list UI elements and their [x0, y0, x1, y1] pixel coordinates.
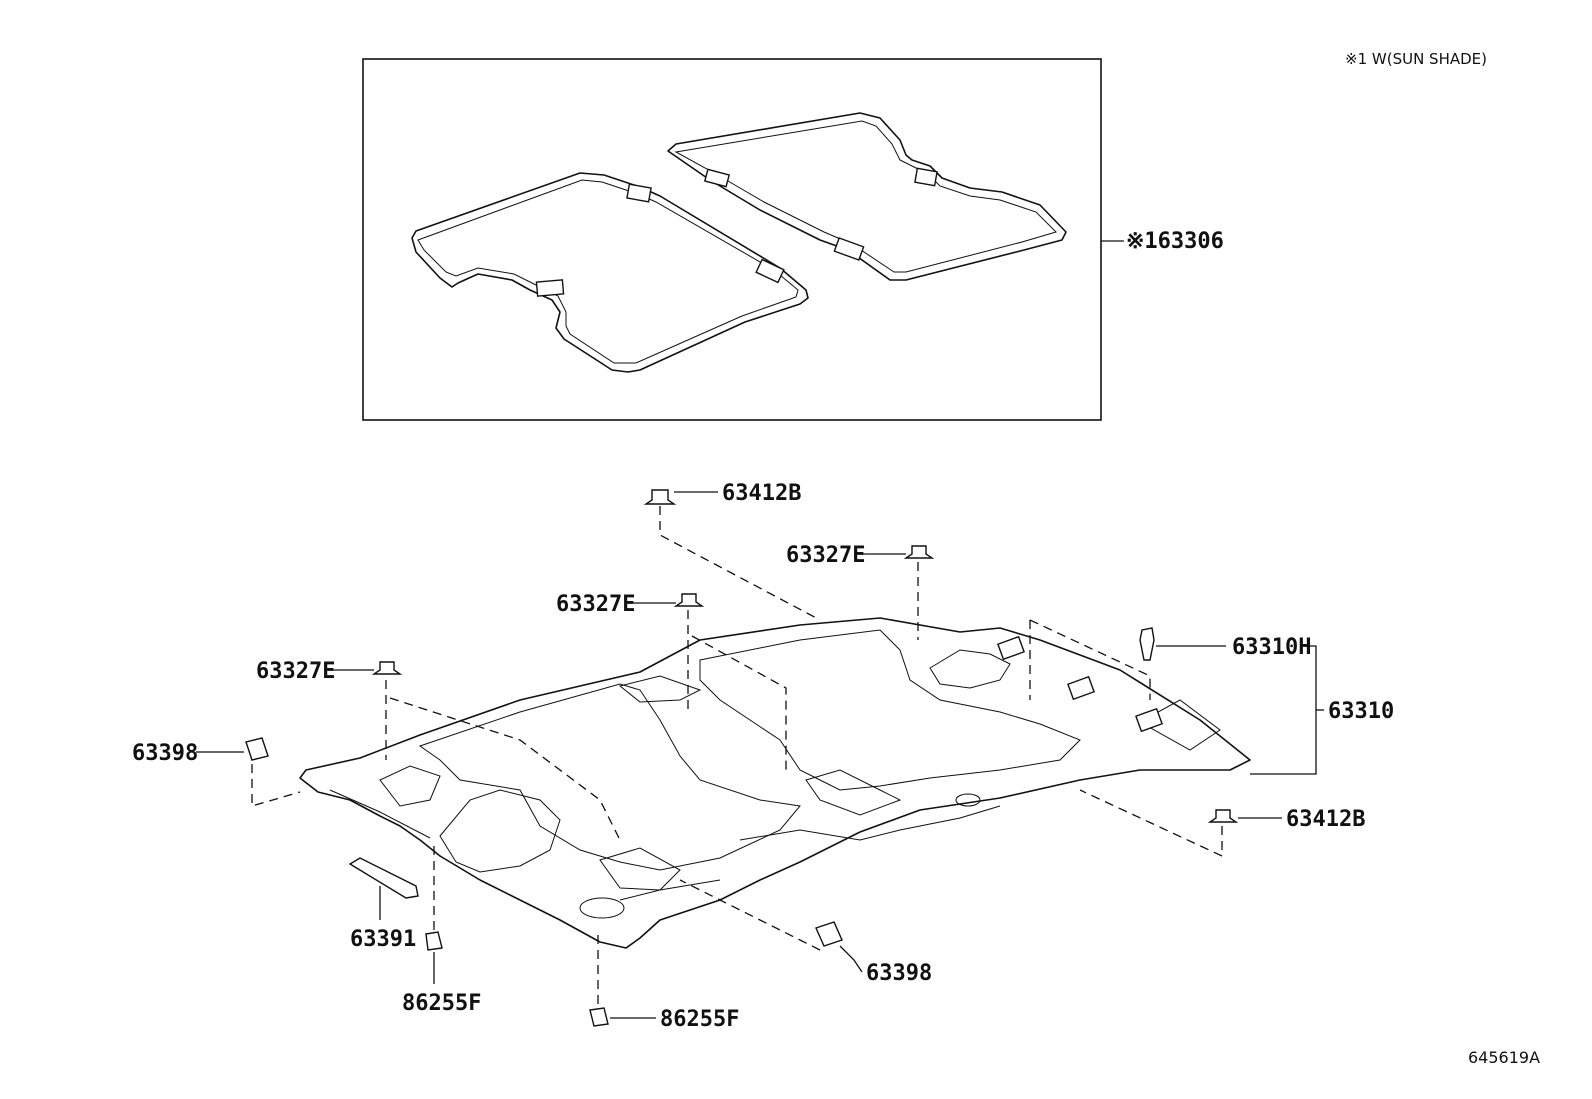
callout-63398-left: 63398 [132, 741, 198, 766]
callout-63327e-c: 63327E [256, 659, 335, 684]
clip-86255f-left [425, 840, 443, 984]
callout-86255f-bottom: 86255F [660, 1007, 739, 1032]
headliner-63310 [299, 617, 1251, 949]
clip-63327e-a [860, 545, 935, 640]
variant-note: ※1 W(SUN SHADE) [1345, 50, 1487, 68]
bracket-63310 [1250, 645, 1324, 775]
diagram-reference-code: 645619A [1468, 1048, 1540, 1067]
inset-frame [362, 58, 1102, 421]
clip-63412b-right [1079, 789, 1282, 858]
label-63306: ※163306 [1126, 229, 1224, 254]
callout-63327e-a: 63327E [786, 543, 865, 568]
callout-63412b-top: 63412B [722, 481, 801, 506]
clip-63310h [1029, 619, 1226, 700]
clip-63327e-b [630, 593, 787, 770]
clip-63398-bottom [679, 879, 863, 973]
sunshade-inset [362, 58, 1124, 421]
callout-63391: 63391 [350, 927, 416, 952]
callout-63327e-b: 63327E [556, 592, 635, 617]
clip-63327e-c [328, 661, 621, 841]
sunshade-frame-right [667, 112, 1067, 281]
callout-63310h: 63310H [1232, 635, 1311, 660]
garnish-63391 [348, 857, 419, 920]
clip-86255f-bottom [589, 930, 656, 1027]
callout-63398-bottom: 63398 [866, 961, 932, 986]
callout-63310: 63310 [1328, 699, 1394, 724]
callout-63412b-right: 63412B [1286, 807, 1365, 832]
clip-63398-left [196, 737, 301, 807]
callout-86255f-left: 86255F [402, 991, 481, 1016]
sunshade-frame-left [411, 172, 809, 373]
clip-63412b-top [643, 489, 821, 621]
